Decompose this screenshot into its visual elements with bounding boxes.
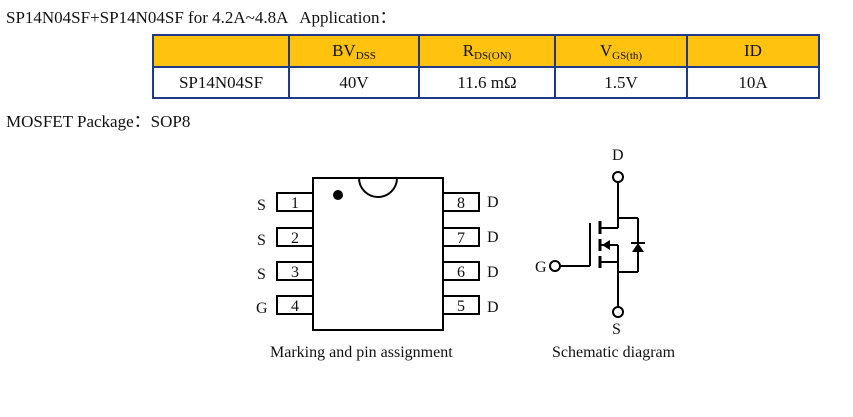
heading-line: SP14N04SF+SP14N04SF for 4.2A~4.8A Applic… [6, 3, 397, 28]
schematic-labels: D S G Schematic diagram [535, 147, 676, 361]
cell-bvdss: 40V [288, 66, 420, 99]
package-value: SOP8 [150, 112, 191, 131]
package-label: MOSFET Package： [6, 112, 151, 131]
pin-number-4: 4 [291, 298, 299, 315]
cell-rdson: 11.6 mΩ [418, 66, 556, 99]
pin-box-8 [442, 192, 480, 212]
pin-box-7 [442, 227, 480, 247]
ic-body [312, 177, 444, 331]
pin1-dot-icon [333, 190, 343, 200]
header-cell-id: ID [686, 34, 820, 68]
table-row: SP14N04SF 40V 11.6 mΩ 1.5V 10A [152, 66, 820, 99]
pin-number-7: 7 [457, 230, 465, 247]
source-label: S [612, 321, 621, 338]
pin-box-4 [276, 295, 314, 315]
pin1-notch-icon [358, 177, 398, 198]
mosfet-schematic-icon [549, 171, 645, 318]
header-cell-blank [152, 34, 290, 68]
pin-number-8: 8 [457, 195, 465, 212]
sop8-pinout [276, 177, 480, 331]
gate-terminal [549, 260, 561, 272]
schematic-caption: Schematic diagram [552, 344, 676, 361]
pin-box-1 [276, 192, 314, 212]
cell-id: 10A [686, 66, 820, 99]
pin-number-1: 1 [291, 195, 299, 212]
header-cell-bvdss: BVDSS [288, 34, 420, 68]
spec-table-header: BVDSS RDS(ON) VGS(th) ID [152, 34, 820, 68]
pin-box-2 [276, 227, 314, 247]
cell-part: SP14N04SF [152, 66, 290, 99]
spec-table: BVDSS RDS(ON) VGS(th) ID SP14N04SF 40V 1… [152, 34, 820, 99]
header-cell-rdson: RDS(ON) [418, 34, 556, 68]
application-label: Application： [299, 8, 397, 27]
pin-box-6 [442, 261, 480, 281]
pin-number-2: 2 [291, 230, 299, 247]
pin-labels: 1 2 3 4 8 7 6 5 S S S G D D D D Marking … [256, 194, 499, 361]
pin-number-6: 6 [457, 264, 465, 281]
pin-name-6: D [487, 264, 499, 281]
pin-box-3 [276, 261, 314, 281]
pin-name-4: G [256, 300, 268, 317]
pin-name-8: D [487, 194, 499, 211]
gate-label: G [535, 259, 547, 276]
drain-label: D [612, 147, 624, 164]
pinout-caption: Marking and pin assignment [270, 344, 453, 361]
pin-number-3: 3 [291, 264, 299, 281]
cell-vgsth: 1.5V [554, 66, 688, 99]
diode-icon [632, 243, 644, 252]
body-arrow-icon [602, 240, 610, 250]
pin-number-5: 5 [457, 298, 465, 315]
pin-name-1: S [257, 197, 266, 214]
header-cell-vgsth: VGS(th) [554, 34, 688, 68]
drain-terminal [612, 171, 624, 183]
source-terminal [612, 306, 624, 318]
pin-name-2: S [257, 232, 266, 249]
pin-name-7: D [487, 229, 499, 246]
part-combo-text: SP14N04SF+SP14N04SF for 4.2A~4.8A [6, 8, 288, 27]
package-line: MOSFET Package：SOP8 [6, 107, 190, 132]
pin-box-5 [442, 295, 480, 315]
pin-name-3: S [257, 266, 266, 283]
pin-name-5: D [487, 299, 499, 316]
